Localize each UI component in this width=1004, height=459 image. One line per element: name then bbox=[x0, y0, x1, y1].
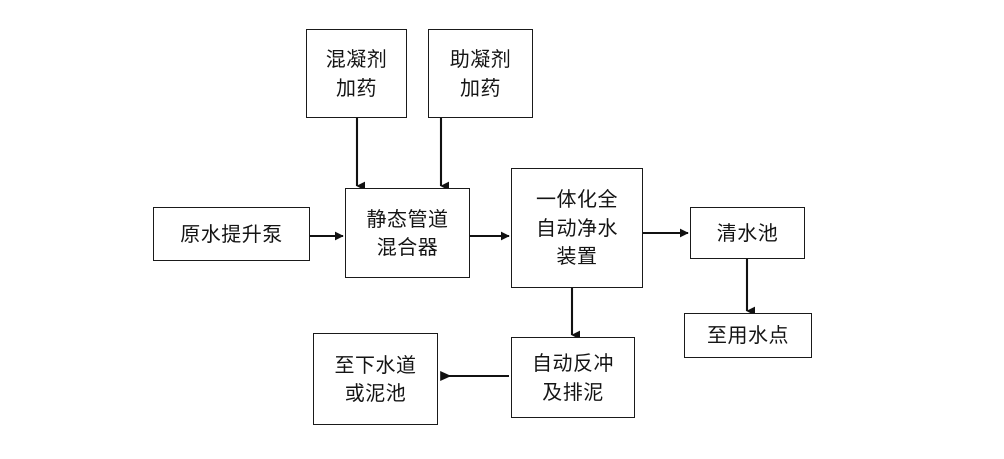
flow-node-label: 原水提升泵 bbox=[180, 221, 283, 246]
flow-node-auto-backwash-and-sludge-discharge: 自动反冲 及排泥 bbox=[511, 337, 635, 418]
flow-node-label: 混凝剂 加药 bbox=[325, 47, 388, 100]
flow-node-label: 一体化全 自动净水 装置 bbox=[536, 187, 618, 269]
flow-node-label: 清水池 bbox=[716, 220, 779, 245]
flow-node-label: 自动反冲 及排泥 bbox=[532, 351, 614, 404]
flow-node-label: 助凝剂 加药 bbox=[449, 47, 512, 100]
flow-node-label: 至下水道 或泥池 bbox=[334, 352, 417, 405]
flow-node-to-water-use-point: 至用水点 bbox=[684, 313, 812, 358]
flow-node-static-pipe-mixer: 静态管道 混合器 bbox=[345, 188, 470, 278]
flow-node-label: 至用水点 bbox=[707, 323, 789, 348]
flow-node-raw-water-lift-pump: 原水提升泵 bbox=[153, 207, 310, 261]
flow-node-clean-water-tank: 清水池 bbox=[690, 207, 805, 259]
flow-node-coagulant-dosing: 混凝剂 加药 bbox=[306, 29, 407, 118]
flow-node-integrated-auto-water-purifier: 一体化全 自动净水 装置 bbox=[511, 168, 643, 288]
flow-node-label: 静态管道 混合器 bbox=[366, 206, 449, 259]
flow-node-to-sewer-or-sludge-pond: 至下水道 或泥池 bbox=[313, 333, 438, 425]
flow-node-flocculant-aid-dosing: 助凝剂 加药 bbox=[428, 29, 533, 118]
